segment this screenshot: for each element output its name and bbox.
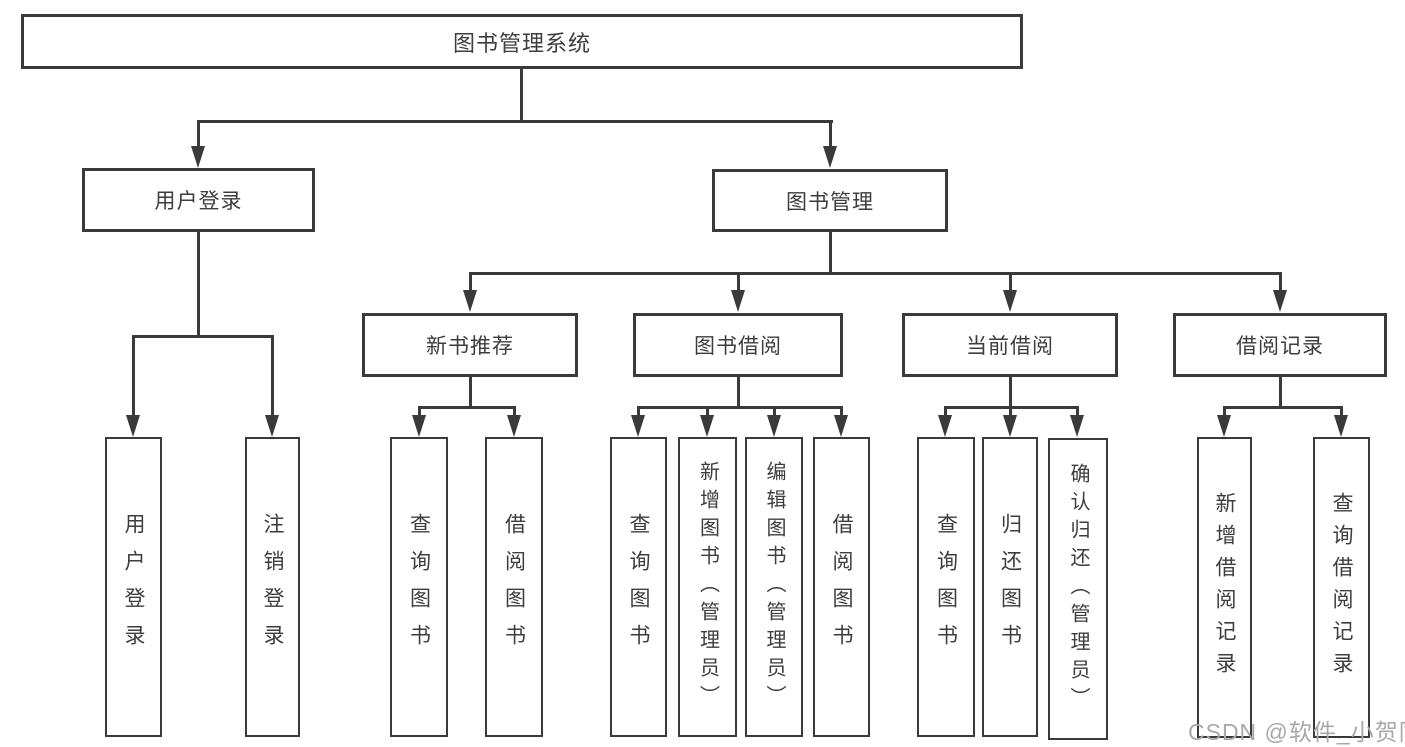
leaf-borrowing-query-books: 查询图书	[610, 437, 667, 737]
connector-recommend-branch2	[513, 406, 516, 417]
arrow-to-user-login	[191, 146, 205, 168]
leaf-current-return-books: 归还图书	[982, 437, 1038, 737]
connector-borrowing-bus	[637, 406, 842, 409]
connector-userlogin-branch1	[132, 335, 135, 417]
arrow-to-records-add	[1217, 415, 1231, 437]
connector-bookmgmt-bus	[469, 272, 1282, 275]
arrow-to-borrowing-add-books	[700, 415, 714, 437]
arrow-to-recommend-query-books	[412, 415, 426, 437]
node-library-system: 图书管理系统	[21, 14, 1023, 69]
connector-borrowing-branch3	[773, 406, 776, 417]
connector-recommend-stem	[469, 377, 472, 409]
connector-bookmgmt-stem	[829, 232, 832, 275]
leaf-borrowing-borrow-books: 借阅图书	[813, 437, 870, 737]
connector-bookmgmt-branch2	[737, 272, 740, 292]
leaf-recommend-query-books: 查询图书	[390, 437, 448, 737]
connector-root-stem	[520, 69, 523, 122]
connector-recommend-bus	[418, 406, 516, 409]
connector-bookmgmt-branch1	[469, 272, 472, 292]
node-borrowing-records: 借阅记录	[1173, 313, 1387, 377]
leaf-user-login: 用户登录	[105, 437, 162, 737]
arrow-to-borrowing-query-books	[631, 415, 645, 437]
connector-recommend-branch1	[418, 406, 421, 417]
connector-userlogin-stem	[197, 232, 200, 338]
connector-borrowing-branch1	[637, 406, 640, 417]
connector-current-stem	[1009, 377, 1012, 409]
node-new-book-recommendation: 新书推荐	[362, 313, 578, 377]
leaf-recommend-borrow-books: 借阅图书	[485, 437, 543, 737]
arrow-to-current-query-books	[938, 415, 952, 437]
leaf-logout: 注销登录	[245, 437, 300, 737]
connector-userlogin-branch2	[271, 335, 274, 417]
arrow-to-book-management	[823, 146, 837, 168]
arrow-to-current-borrowing	[1003, 290, 1017, 312]
connector-borrowing-stem	[737, 377, 740, 409]
leaf-current-query-books: 查询图书	[917, 437, 975, 737]
connector-root-branch-left	[197, 120, 200, 148]
connector-current-branch2	[1009, 406, 1012, 417]
arrow-to-borrowing-edit-books	[767, 415, 781, 437]
arrow-to-borrowing-records	[1273, 290, 1287, 312]
arrow-to-book-borrowing	[731, 290, 745, 312]
node-current-borrowing: 当前借阅	[902, 313, 1118, 377]
leaf-records-add-borrow-record: 新增借阅记录	[1197, 437, 1252, 738]
arrow-to-borrowing-borrow-books	[834, 415, 848, 437]
arrow-to-records-query	[1334, 415, 1348, 437]
connector-borrowing-branch2	[706, 406, 709, 417]
connector-current-branch1	[944, 406, 947, 417]
connector-current-branch3	[1076, 406, 1079, 417]
connector-records-bus	[1223, 406, 1342, 409]
leaf-records-query-borrow-record: 查询借阅记录	[1313, 437, 1370, 738]
arrow-to-new-book-recommendation	[463, 290, 477, 312]
arrow-to-recommend-borrow-books	[507, 415, 521, 437]
leaf-current-confirm-return-admin: 确认归还（管理员）	[1048, 438, 1108, 740]
arrow-to-current-confirm-return	[1070, 415, 1084, 437]
connector-userlogin-bus	[132, 335, 274, 338]
connector-root-bus	[197, 120, 833, 123]
node-book-management: 图书管理	[712, 169, 948, 232]
node-user-login: 用户登录	[82, 168, 315, 232]
leaf-borrowing-add-books-admin: 新增图书（管理员）	[678, 437, 737, 737]
leaf-borrowing-edit-books-admin: 编辑图书（管理员）	[745, 437, 803, 737]
connector-records-branch2	[1340, 406, 1343, 417]
connector-root-branch-right	[829, 120, 832, 148]
connector-bookmgmt-branch4	[1279, 272, 1282, 292]
connector-borrowing-branch4	[840, 406, 843, 417]
node-book-borrowing: 图书借阅	[633, 313, 843, 377]
connector-bookmgmt-branch3	[1009, 272, 1012, 292]
arrow-to-leaf-logout	[265, 415, 279, 437]
arrow-to-leaf-user-login	[126, 415, 140, 437]
arrow-to-current-return-books	[1003, 415, 1017, 437]
connector-records-stem	[1279, 377, 1282, 409]
connector-records-branch1	[1223, 406, 1226, 417]
